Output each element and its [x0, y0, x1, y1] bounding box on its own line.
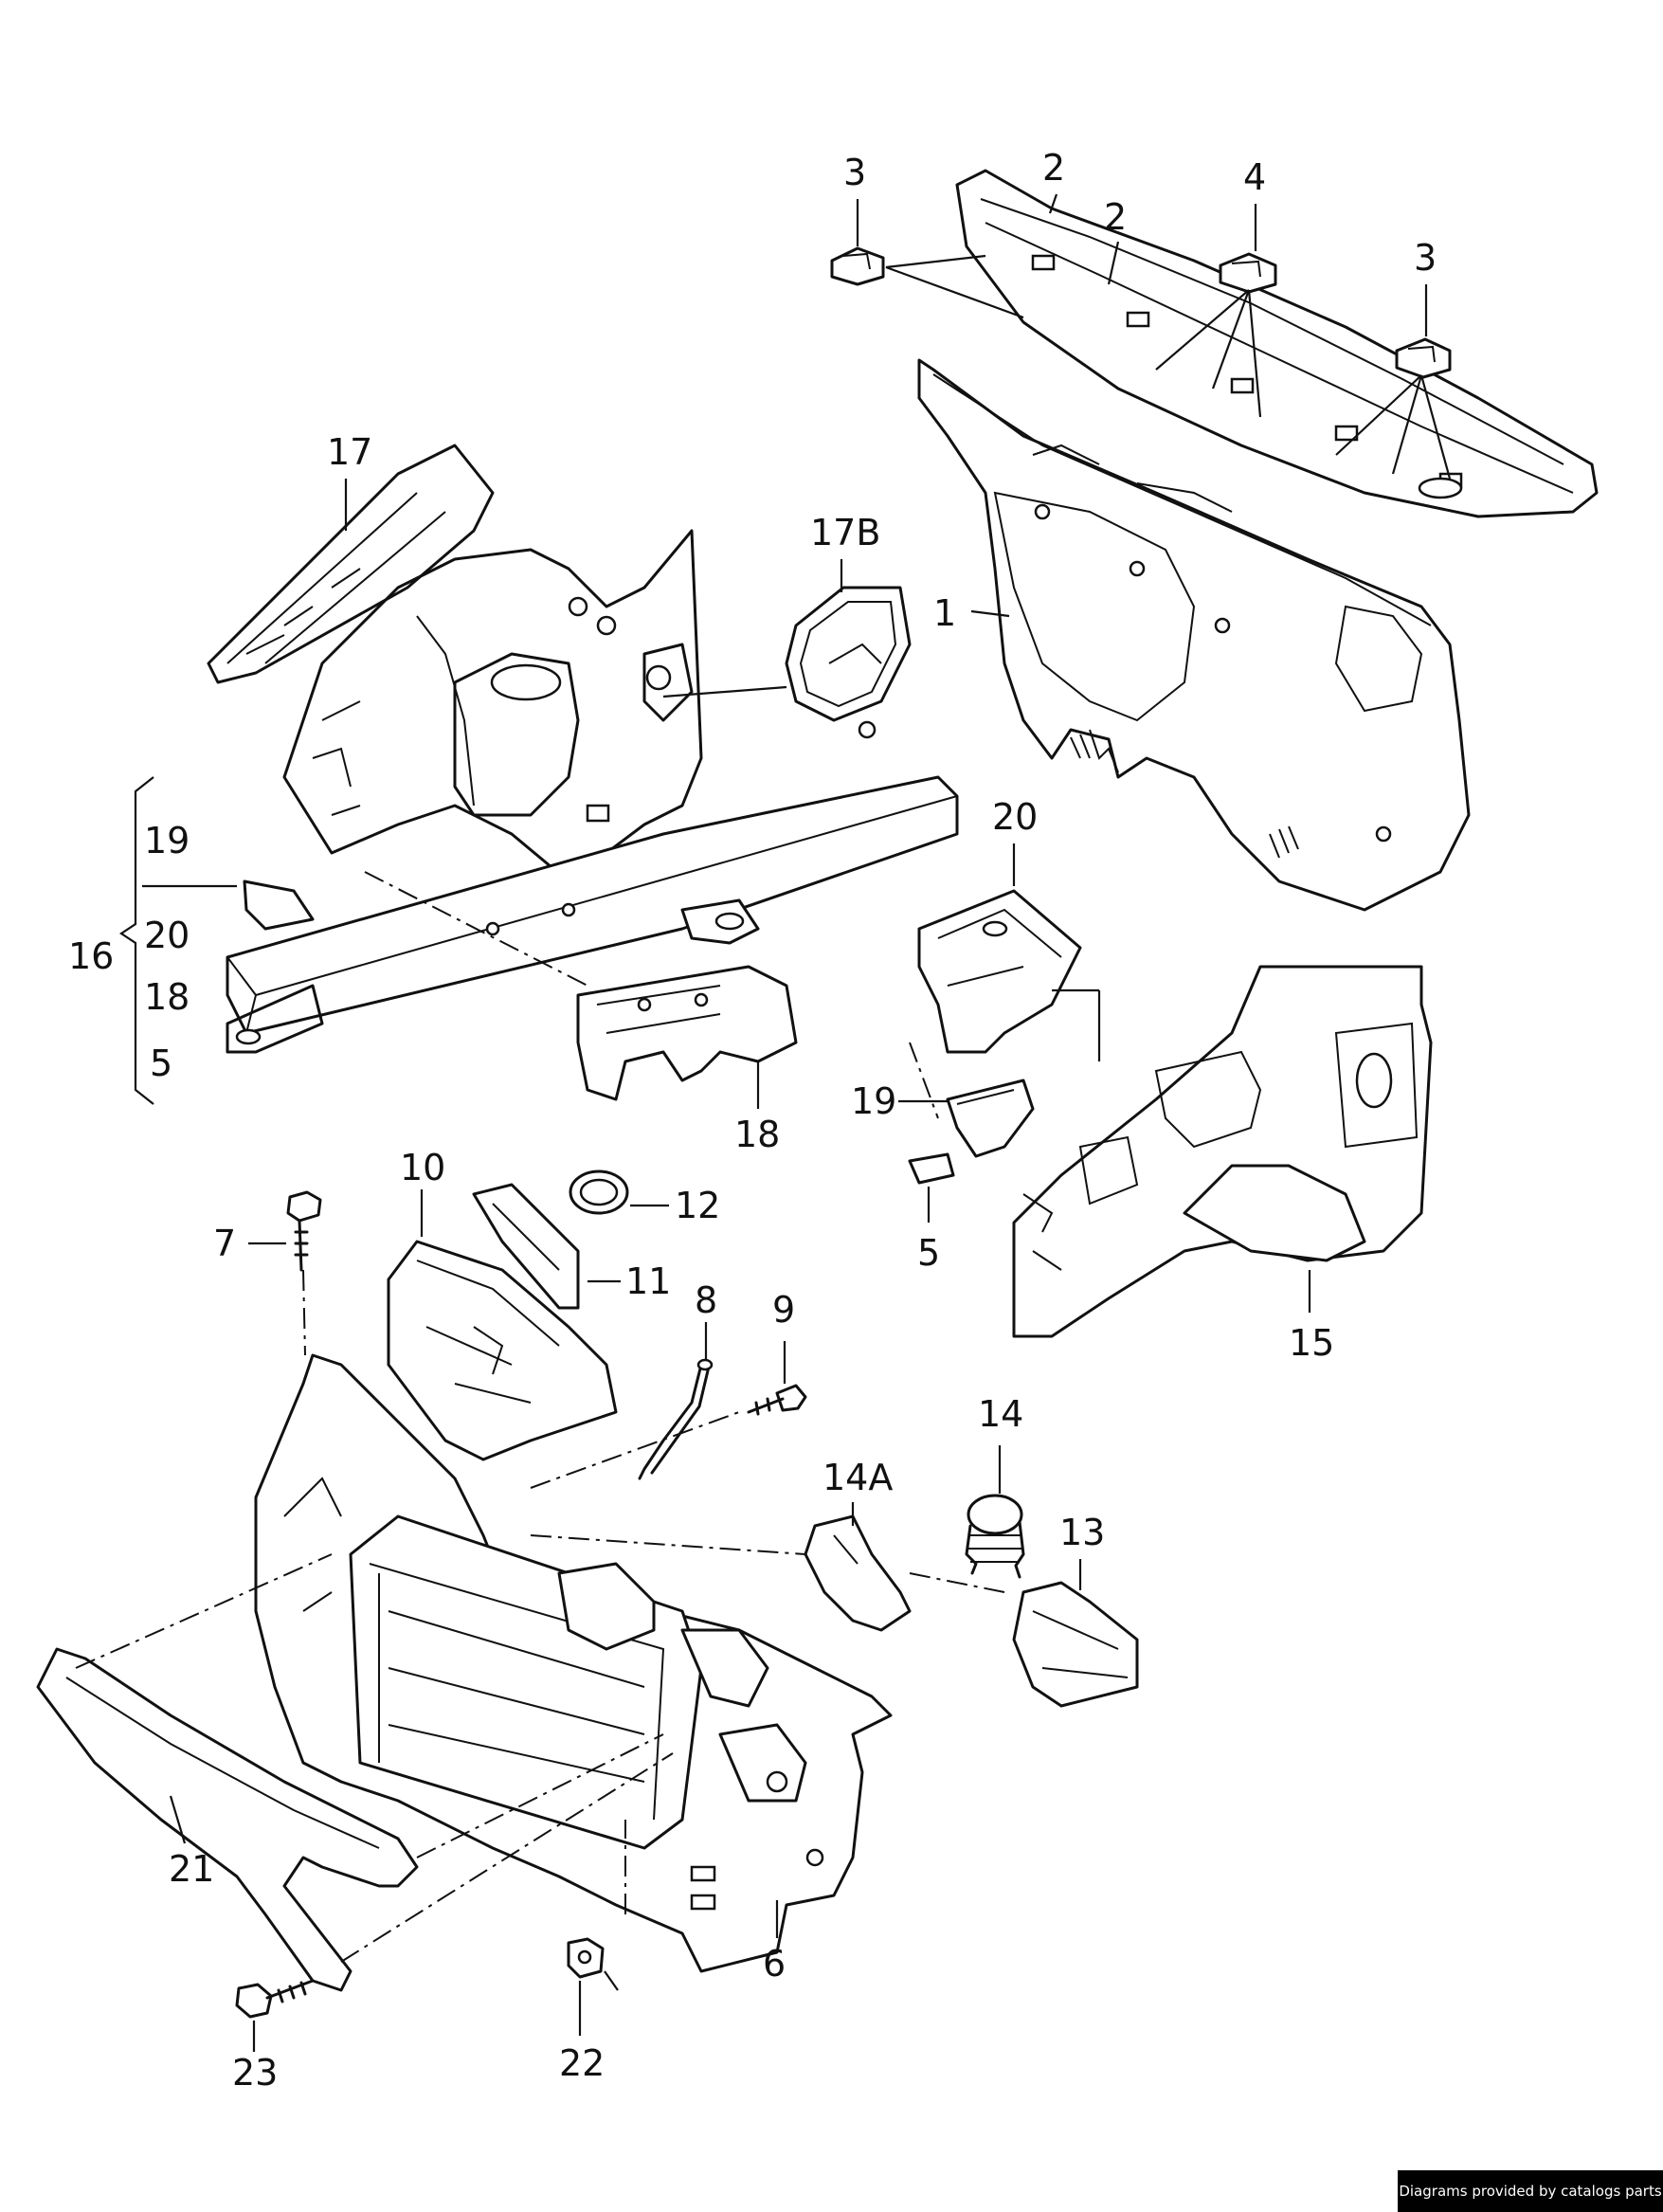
- longitudinal-member: [226, 775, 959, 1054]
- callout-3-right: 3: [1414, 237, 1437, 279]
- callout-5-left: 5: [150, 1043, 172, 1084]
- callout-23: 23: [232, 2052, 278, 2094]
- callout-2-top: 2: [1042, 147, 1065, 189]
- clip-3-right: [1395, 337, 1452, 379]
- hose-14a: [804, 1514, 912, 1632]
- callout-4: 4: [1243, 156, 1266, 198]
- callout-2-lower: 2: [1104, 196, 1127, 238]
- hose-8: [638, 1358, 714, 1480]
- callout-11: 11: [625, 1260, 671, 1302]
- bumper-carrier-21: [36, 1647, 419, 1992]
- callout-22: 22: [559, 2042, 605, 2084]
- callout-6: 6: [763, 1943, 786, 1985]
- callout-18-right: 18: [734, 1114, 780, 1155]
- clip-3-left: [830, 246, 885, 286]
- callout-5-right: 5: [917, 1232, 940, 1274]
- callout-21: 21: [169, 1848, 214, 1890]
- callout-12: 12: [675, 1185, 720, 1226]
- lock-carrier-front: [254, 1353, 893, 1973]
- bulkhead-panel: [917, 358, 1471, 912]
- callout-labels: 3 2 2 4 3 17 17B 1 16 19 20 18 5 18 20 1…: [68, 147, 1437, 2094]
- wheel-housing-right: [1012, 965, 1433, 1338]
- callout-14: 14: [978, 1393, 1023, 1435]
- callout-3-left: 3: [843, 152, 866, 193]
- bolt-9: [747, 1384, 807, 1416]
- callout-19-right: 19: [851, 1080, 896, 1122]
- apron-strip: [207, 444, 495, 684]
- bellows-14: [965, 1494, 1025, 1579]
- callout-20-right: 20: [992, 796, 1038, 838]
- bolt-23: [235, 1979, 315, 2019]
- bracket-18: [576, 965, 798, 1101]
- bracket-20: [917, 889, 1082, 1054]
- bolt-7: [286, 1190, 322, 1272]
- callout-1: 1: [933, 592, 956, 634]
- flange-17b: [785, 586, 912, 739]
- callout-17b: 17B: [810, 512, 880, 553]
- callout-10: 10: [400, 1147, 445, 1188]
- nut-22: [567, 1937, 605, 1979]
- callout-14a: 14A: [822, 1457, 893, 1498]
- clip-5: [908, 1152, 955, 1185]
- assembly-lines: [75, 871, 1005, 1963]
- cowl-panel-upper: [955, 169, 1599, 518]
- callout-19-left: 19: [144, 820, 190, 861]
- callout-9: 9: [772, 1289, 795, 1331]
- callout-13: 13: [1059, 1512, 1105, 1553]
- duct-13: [1012, 1581, 1139, 1708]
- credit-banner: Diagrams provided by catalogs parts: [1398, 2170, 1663, 2212]
- bracket-19: [946, 1079, 1035, 1158]
- callout-17: 17: [327, 431, 372, 473]
- leader-lines: [119, 193, 1452, 2052]
- seal-ring-12: [569, 1169, 629, 1215]
- clip-4: [1219, 252, 1277, 294]
- bracket-11: [472, 1183, 580, 1310]
- callout-16: 16: [68, 935, 114, 977]
- air-duct-10: [387, 1240, 618, 1461]
- callout-8: 8: [695, 1279, 717, 1321]
- wheel-housing-left: [282, 529, 703, 883]
- callout-20-left: 20: [144, 915, 190, 956]
- callout-15: 15: [1289, 1322, 1334, 1364]
- callout-18-left: 18: [144, 976, 190, 1018]
- callout-7: 7: [213, 1223, 236, 1264]
